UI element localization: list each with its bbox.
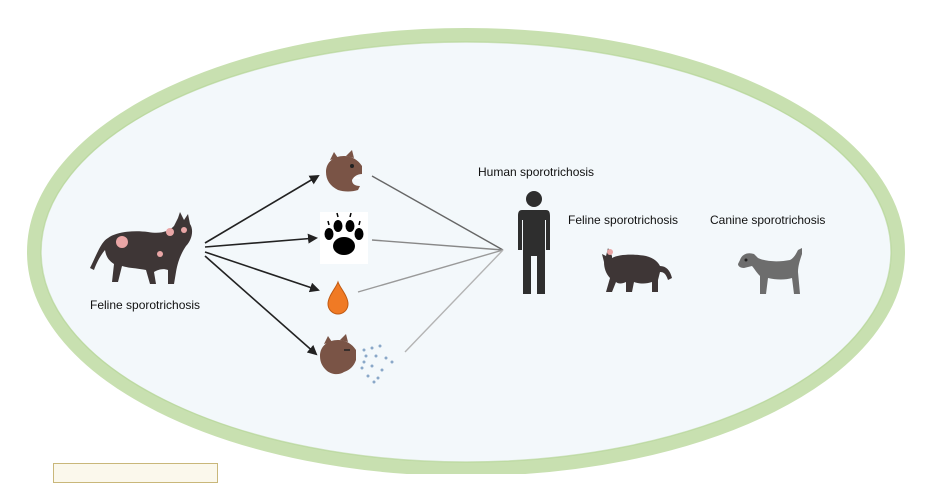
arrow-to-scratch	[204, 233, 318, 248]
cat-sneeze-icon	[320, 334, 394, 384]
boundary-ellipse-inner-line	[40, 41, 892, 463]
line-bite-to-human	[371, 175, 504, 251]
boundary-ellipse	[27, 28, 905, 476]
line-scratch-to-human	[371, 239, 504, 251]
arrow-to-bite	[204, 174, 320, 244]
feline-sporotrichosis-host-label: Feline sporotrichosis	[568, 213, 679, 227]
human-sporotrichosis-label: Human sporotrichosis	[478, 165, 595, 179]
transmission-arrows	[204, 174, 320, 356]
human-silhouette-icon	[518, 191, 550, 294]
feline-sporotrichosis-source-label: Feline sporotrichosis	[90, 298, 201, 312]
arrow-to-drop	[204, 251, 320, 293]
arrow-to-aerosol	[204, 255, 318, 356]
legend-box	[53, 463, 218, 483]
cat-bite-icon	[326, 150, 362, 192]
lesion-icon	[116, 236, 128, 248]
canine-sporotrichosis-label: Canine sporotrichosis	[710, 213, 826, 227]
line-aerosol-to-human	[404, 249, 504, 353]
dog-icon	[738, 248, 802, 294]
line-drop-to-human	[357, 249, 504, 293]
cat-icon	[602, 248, 672, 292]
spray-dots	[360, 344, 394, 384]
paw-print-icon	[320, 212, 368, 264]
drop-icon	[327, 280, 349, 315]
sick-cat-icon	[90, 212, 193, 284]
convergence-lines	[357, 175, 504, 353]
